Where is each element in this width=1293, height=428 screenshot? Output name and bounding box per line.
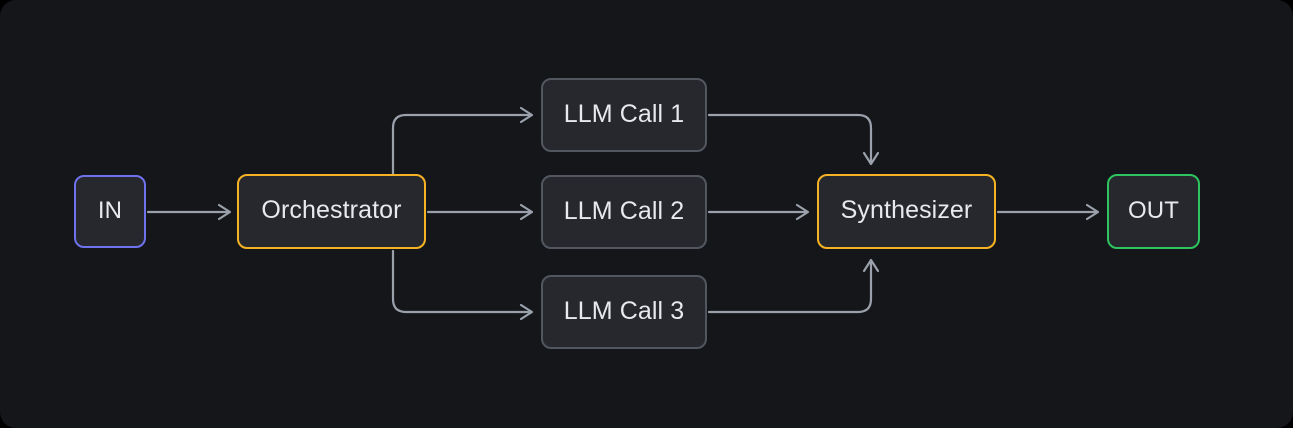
- node-orchestrator[interactable]: Orchestrator: [237, 174, 426, 249]
- node-out[interactable]: OUT: [1107, 174, 1200, 249]
- node-out-label: OUT: [1128, 196, 1179, 224]
- node-in[interactable]: IN: [74, 175, 146, 248]
- node-synthesizer[interactable]: Synthesizer: [817, 174, 996, 249]
- edge-orchestrator-llm1: [391, 106, 534, 176]
- edge-llm3-synthesizer: [707, 258, 880, 314]
- node-llm-call-2-label: LLM Call 2: [563, 196, 685, 225]
- edge-llm2-synthesizer: [707, 203, 810, 221]
- node-in-label: IN: [97, 196, 123, 224]
- node-llm-call-1-label: LLM Call 1: [563, 99, 685, 128]
- edge-synthesizer-out: [996, 203, 1100, 221]
- edge-in-orchestrator: [146, 203, 232, 221]
- node-llm-call-1[interactable]: LLM Call 1: [541, 78, 707, 152]
- edge-orchestrator-llm3: [391, 249, 534, 321]
- node-llm-call-3-label: LLM Call 3: [563, 296, 685, 325]
- node-orchestrator-label: Orchestrator: [261, 196, 402, 224]
- edge-orchestrator-llm2: [426, 203, 534, 221]
- node-synthesizer-label: Synthesizer: [840, 196, 973, 224]
- node-llm-call-3[interactable]: LLM Call 3: [541, 275, 707, 349]
- node-llm-call-2[interactable]: LLM Call 2: [541, 175, 707, 249]
- edge-llm1-synthesizer: [707, 113, 880, 166]
